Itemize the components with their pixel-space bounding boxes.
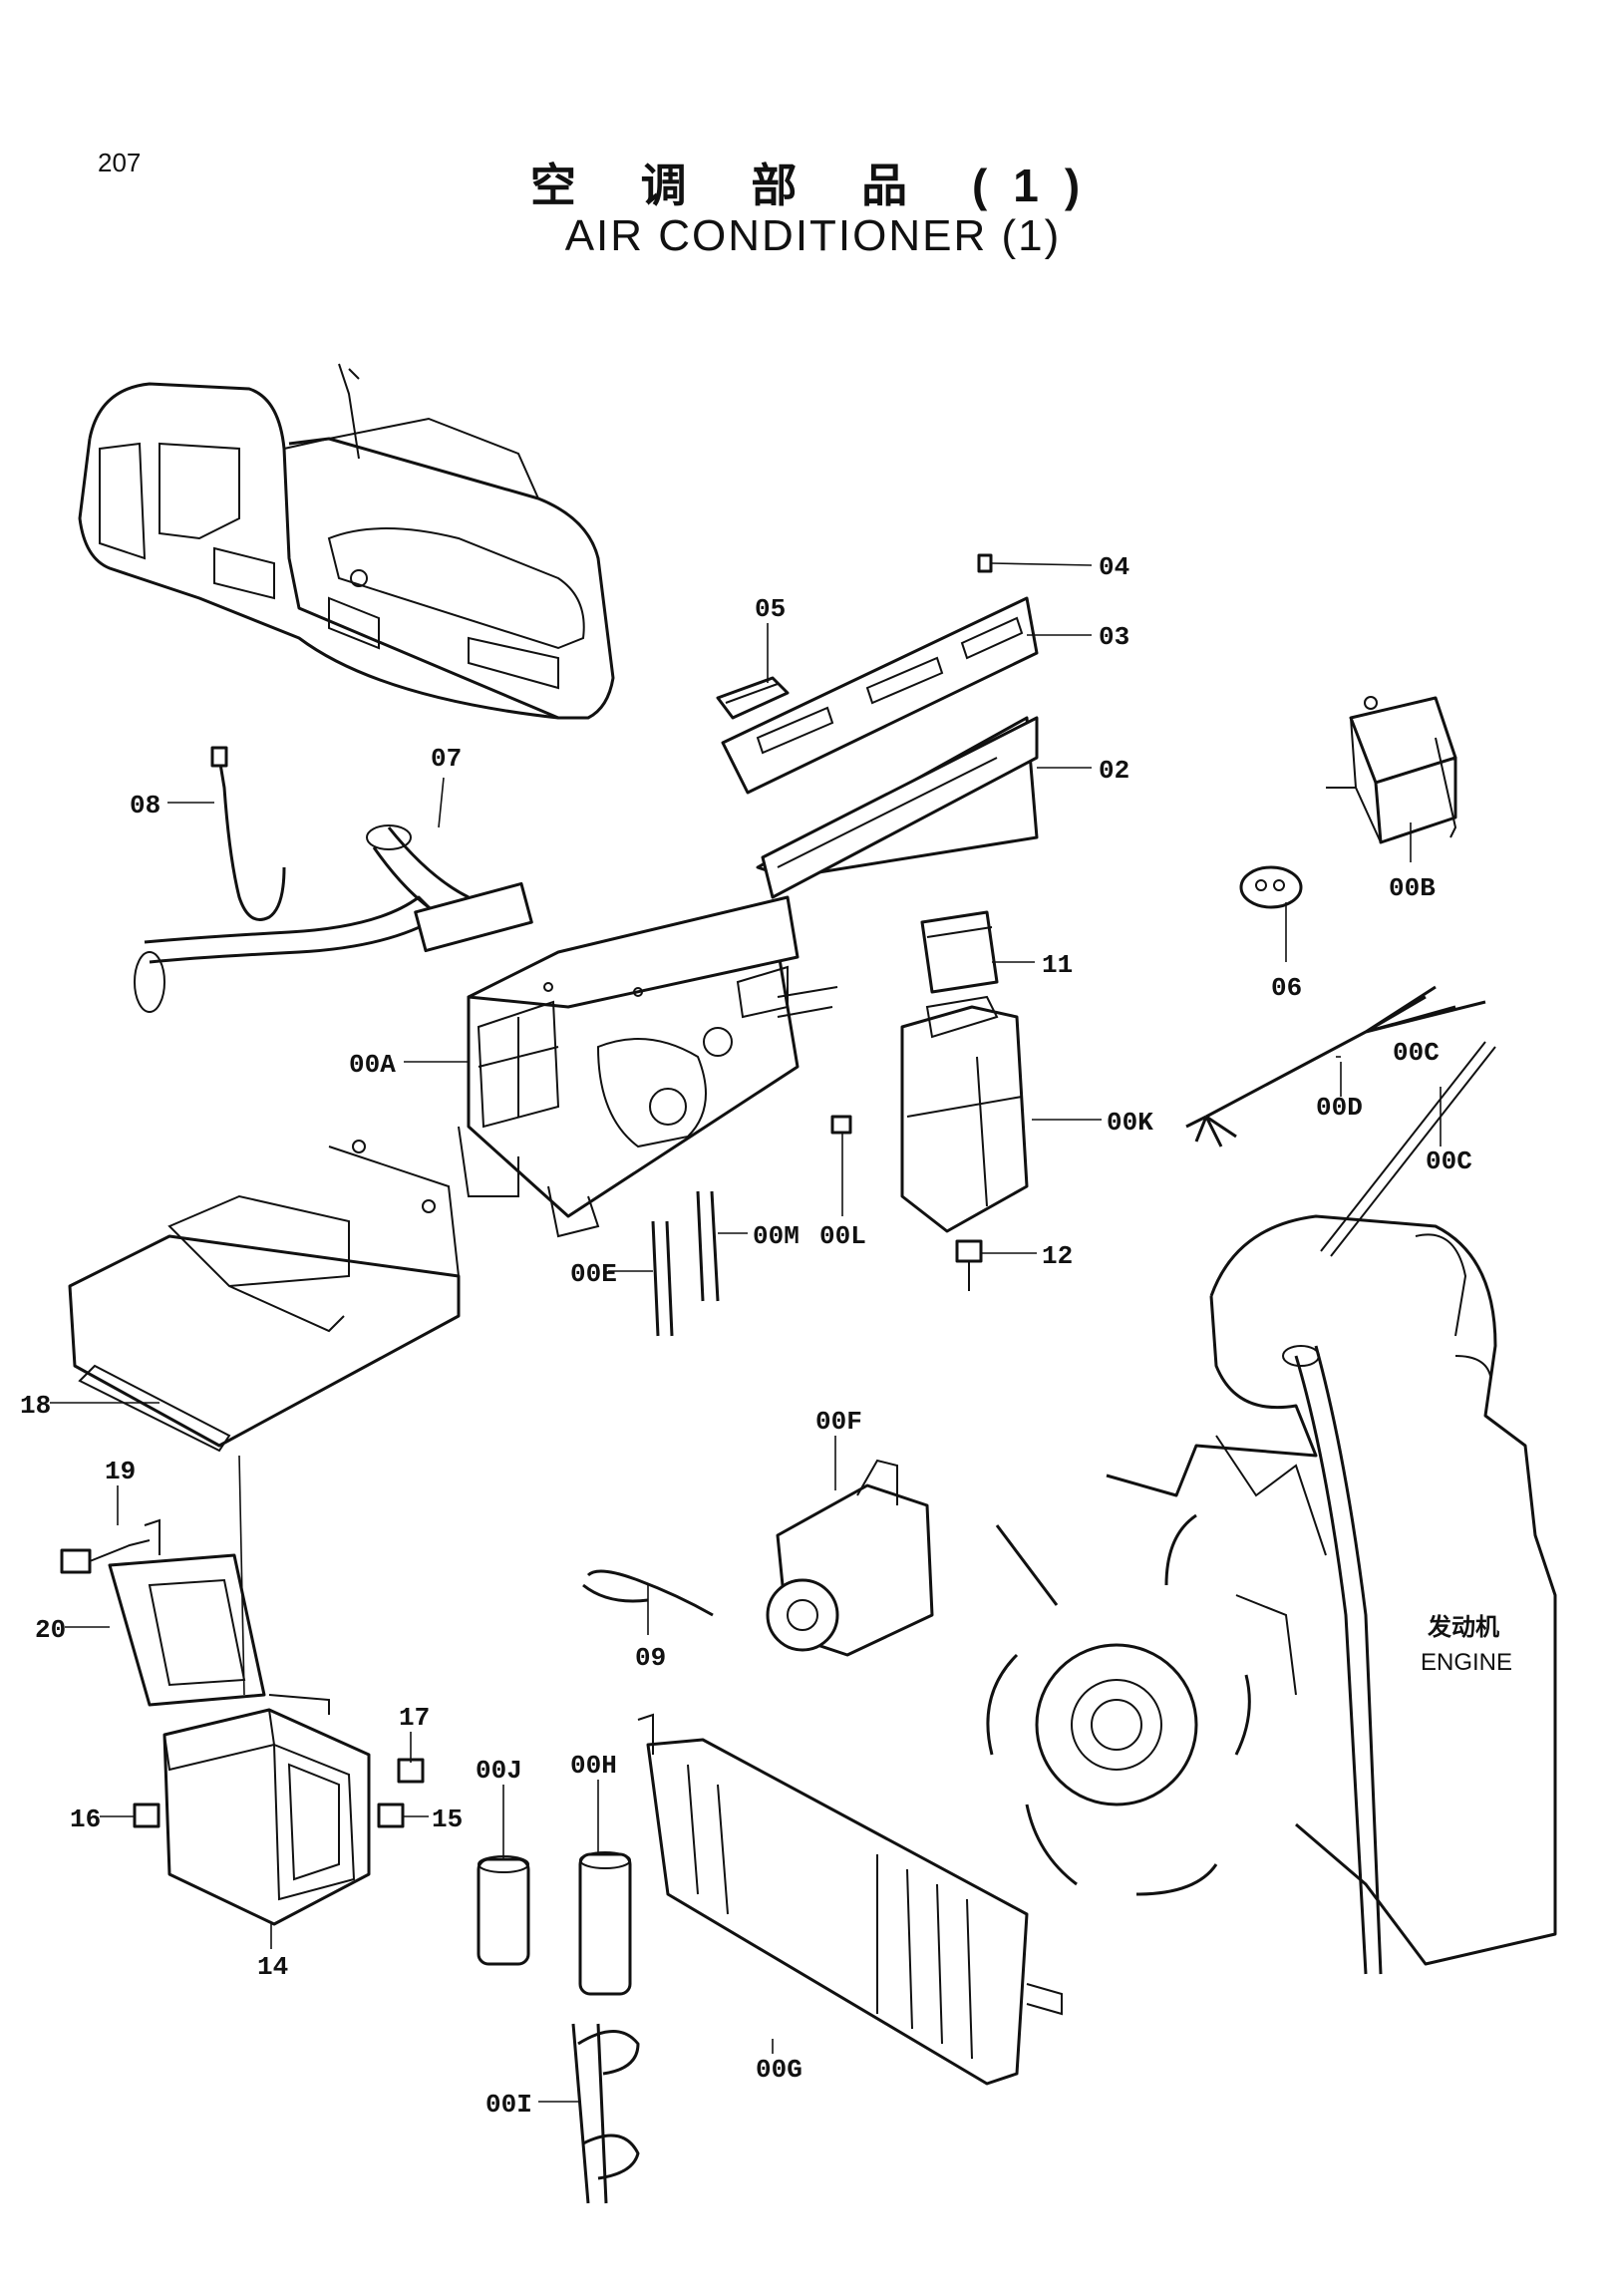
label-18: 18 [20, 1391, 51, 1421]
part-00F-compressor-drawing [766, 1459, 934, 1657]
label-11: 11 [1042, 950, 1073, 980]
part-00M-drain-hose-drawing [696, 1190, 720, 1302]
part-09-hose-drawing [582, 1569, 714, 1617]
page-title-chinese: 空 调 部 品 (1) [529, 160, 1107, 211]
label-19: 19 [105, 1457, 136, 1486]
part-18-mounting-plate-drawing [68, 1140, 461, 1453]
part-00B-control-relay-drawing [1326, 696, 1457, 844]
label-16: 16 [70, 1804, 101, 1834]
part-03-upper-duct-drawing [721, 596, 1039, 795]
part-19-bolt-drawing [60, 1539, 151, 1574]
part-15-bolt-drawing [377, 1803, 405, 1828]
label-00I: 00I [485, 2090, 532, 2120]
label-20: 20 [35, 1615, 66, 1645]
part-00G-condenser-drawing [637, 1713, 1063, 2086]
part-00L-nut-drawing [830, 1115, 852, 1135]
part-16-bolt-drawing [133, 1803, 161, 1828]
label-00C-lower: 00C [1426, 1147, 1472, 1176]
part-00J-receiver-drawing [477, 1855, 530, 1966]
part-14-filter-box-drawing [162, 1694, 371, 1926]
engine-label-chinese: 发动机 [1427, 1613, 1499, 1641]
part-labels: 04 03 05 02 07 08 00B 06 11 00A 00C 00D … [20, 552, 1472, 2120]
part-06-grommet-drawing [1239, 865, 1303, 909]
label-02: 02 [1099, 756, 1129, 786]
part-00K-side-duct-drawing [900, 995, 1029, 1233]
engine-drawing [986, 1214, 1557, 1975]
label-03: 03 [1099, 622, 1129, 652]
page-number: 207 [98, 148, 142, 177]
label-00H: 00H [570, 1751, 617, 1781]
label-00D: 00D [1316, 1093, 1363, 1123]
part-17-bolt-drawing [397, 1758, 425, 1784]
label-00E: 00E [570, 1259, 617, 1289]
label-00L: 00L [819, 1221, 866, 1251]
part-00H-receiver-dryer-drawing [578, 1851, 632, 1996]
label-12: 12 [1042, 1241, 1073, 1271]
part-00A-air-conditioner-unit-drawing [458, 895, 838, 1238]
label-00G: 00G [756, 2055, 803, 2085]
part-08-cable-drawing [210, 746, 286, 921]
label-15: 15 [432, 1804, 463, 1834]
page-title-english: AIR CONDITIONER (1) [564, 211, 1062, 260]
part-00E-drain-hose-drawing [651, 1220, 674, 1337]
label-14: 14 [257, 1952, 288, 1982]
label-07: 07 [431, 744, 462, 774]
part-04-screw-drawing [977, 553, 993, 573]
part-07-intake-hose-drawing [134, 824, 533, 1013]
label-00J: 00J [476, 1756, 522, 1786]
part-05-vent-grille-drawing [716, 676, 790, 720]
part-00I-bracket-drawing [571, 2023, 640, 2204]
label-00B: 00B [1389, 873, 1436, 903]
label-00A: 00A [349, 1050, 396, 1080]
part-12-bolt-drawing [955, 1239, 983, 1291]
label-08: 08 [130, 791, 161, 820]
part-02-lower-duct-drawing [756, 716, 1039, 899]
part-11-outlet-nozzle-drawing [920, 910, 999, 994]
label-06: 06 [1271, 973, 1302, 1003]
label-00F: 00F [815, 1407, 862, 1437]
label-00K: 00K [1107, 1108, 1153, 1138]
part-00D-wire-harness-drawing [1185, 985, 1486, 1148]
label-05: 05 [755, 594, 786, 624]
label-04: 04 [1099, 552, 1129, 582]
label-09: 09 [635, 1643, 666, 1673]
engine-fan-drawing [986, 1513, 1251, 1896]
excavator-overview-drawing [78, 363, 615, 720]
engine-label-english: ENGINE [1421, 1649, 1512, 1676]
label-17: 17 [399, 1703, 430, 1733]
leader-lines [50, 562, 1442, 2103]
label-00C-upper: 00C [1393, 1038, 1440, 1068]
label-00M: 00M [753, 1221, 800, 1251]
